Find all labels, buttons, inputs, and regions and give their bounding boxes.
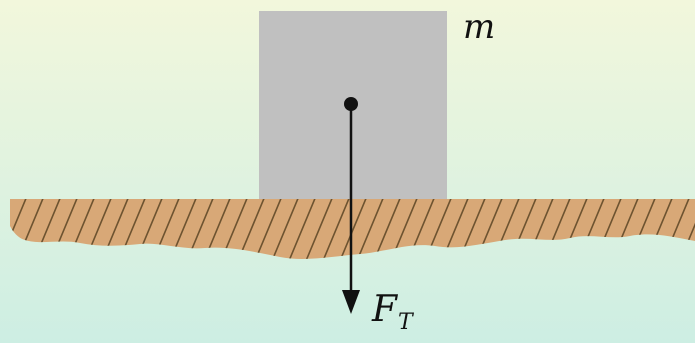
ground-surface [10,199,695,259]
force-label: FT [372,292,413,334]
hatch-line [10,199,11,259]
force-symbol: F [372,289,397,330]
hatch-line [302,199,334,259]
mass-label: m [463,7,496,47]
hatch-line [285,199,317,259]
center-of-mass-dot [344,97,358,111]
force-arrow-head [342,290,360,314]
force-subscript: T [397,310,413,335]
hatch-line [319,199,351,259]
